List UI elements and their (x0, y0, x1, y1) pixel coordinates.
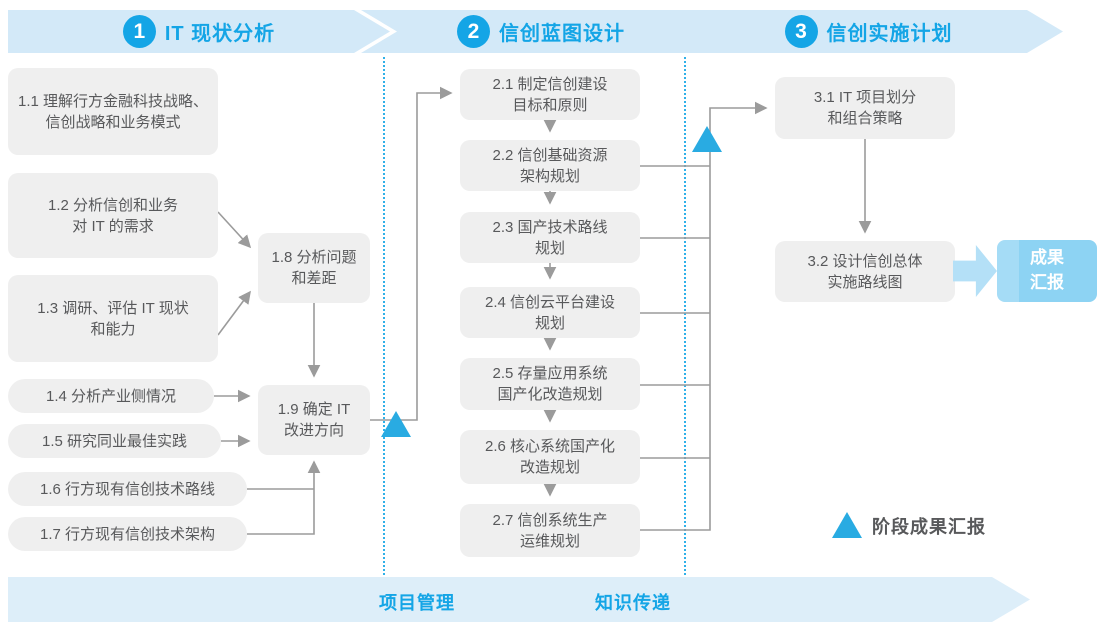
milestone-triangle-icon (692, 126, 722, 152)
phase-number-badge: 3 (785, 15, 818, 48)
task-box-2-4: 2.4 信创云平台建设 规划 (460, 287, 640, 338)
bottom-band-item-project-management: 项目管理 (379, 593, 455, 613)
phase-band-2: 2 信创蓝图设计 (361, 10, 707, 53)
task-box-2-5: 2.5 存量应用系统 国产化改造规划 (460, 358, 640, 410)
block-arrow-icon (953, 245, 997, 297)
task-box-1-4: 1.4 分析产业侧情况 (8, 379, 214, 413)
phase-divider-dotted-line (383, 57, 385, 575)
milestone-triangle-icon (381, 411, 411, 437)
phase-divider-dotted-line (684, 57, 686, 575)
task-box-2-7: 2.7 信创系统生产 运维规划 (460, 504, 640, 557)
legend-label: 阶段成果汇报 (872, 517, 986, 537)
task-box-2-3: 2.3 国产技术路线 规划 (460, 212, 640, 263)
task-box-1-1: 1.1 理解行方金融科技战略、 信创战略和业务模式 (8, 68, 218, 155)
phase-title: IT 现状分析 (164, 23, 276, 45)
legend-triangle-icon (832, 512, 862, 538)
phase-number-badge: 2 (457, 15, 490, 48)
phase-title: 信创蓝图设计 (499, 23, 625, 45)
phase-title: 信创实施计划 (826, 23, 953, 45)
task-box-2-6: 2.6 核心系统国产化 改造规划 (460, 430, 640, 484)
bottom-process-band (8, 577, 1030, 622)
task-box-2-1: 2.1 制定信创建设 目标和原则 (460, 69, 640, 120)
task-box-1-9: 1.9 确定 IT 改进方向 (258, 385, 370, 455)
task-box-1-7: 1.7 行方现有信创技术架构 (8, 517, 247, 551)
task-box-1-6: 1.6 行方现有信创技术路线 (8, 472, 247, 506)
task-box-1-2: 1.2 分析信创和业务 对 IT 的需求 (8, 173, 218, 258)
task-box-1-3: 1.3 调研、评估 IT 现状 和能力 (8, 275, 218, 362)
phase-number-badge: 1 (123, 15, 156, 48)
bottom-band-item-knowledge-transfer: 知识传递 (595, 593, 671, 613)
result-report-box: 成果 汇报 (997, 240, 1097, 302)
phase-band-1: 1 IT 现状分析 (8, 10, 390, 53)
phase-band-3: 3 信创实施计划 (664, 10, 1063, 53)
task-box-3-1: 3.1 IT 项目划分 和组合策略 (775, 77, 955, 139)
task-box-2-2: 2.2 信创基础资源 架构规划 (460, 140, 640, 191)
task-box-1-8: 1.8 分析问题 和差距 (258, 233, 370, 303)
task-box-1-5: 1.5 研究同业最佳实践 (8, 424, 221, 458)
task-box-3-2: 3.2 设计信创总体 实施路线图 (775, 241, 955, 302)
